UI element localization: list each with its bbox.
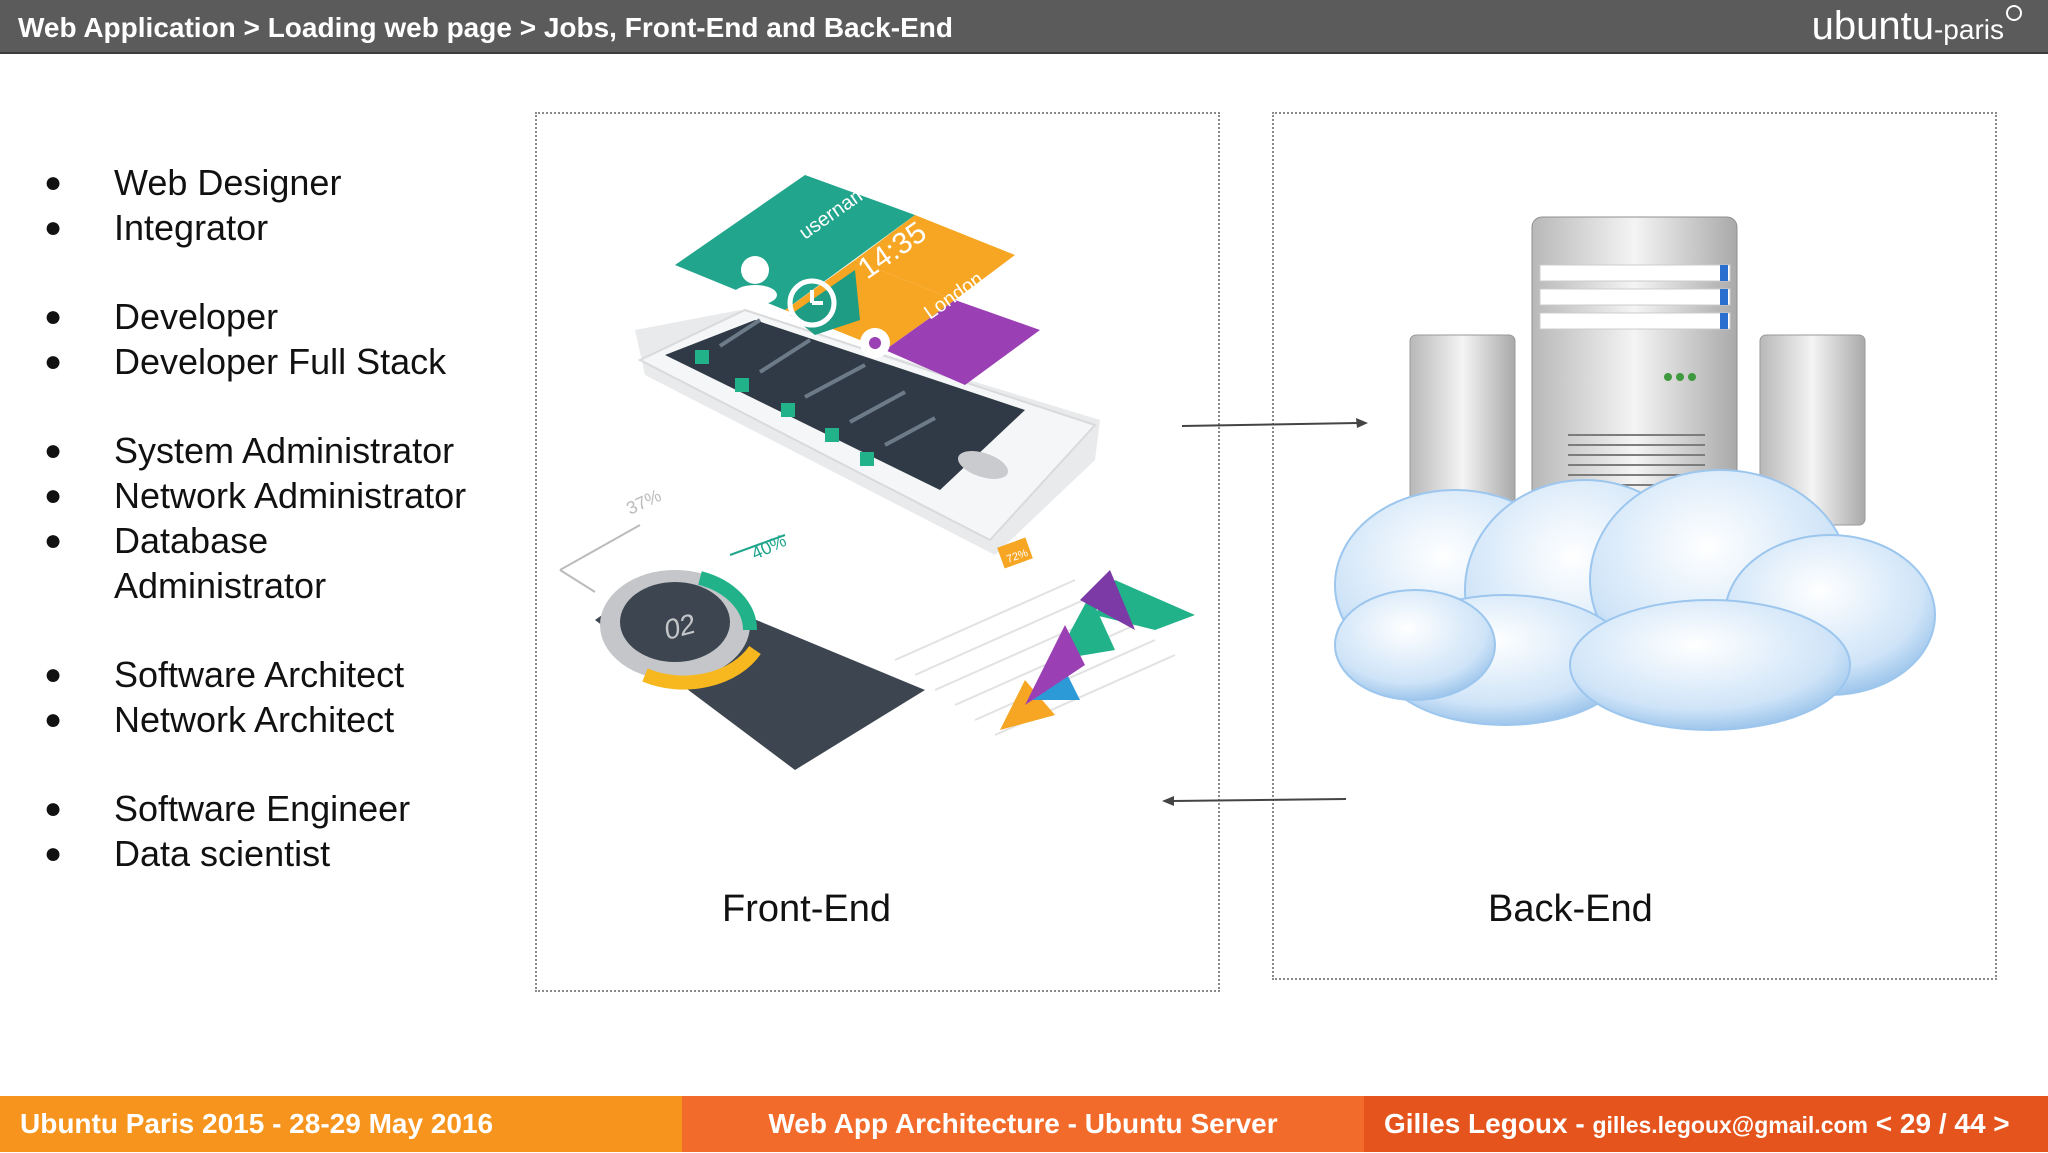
bullet-icon: ●	[44, 703, 63, 736]
smartphone-icon	[635, 308, 1100, 555]
bullet-icon: ●	[44, 211, 63, 244]
bullet-icon: ●	[44, 345, 63, 378]
logo-sub-text: -paris	[1933, 14, 2004, 45]
job-item: ● Database Administrator	[40, 518, 364, 608]
bullet-icon: ●	[44, 434, 63, 467]
request-arrow	[1181, 418, 1368, 428]
front-end-label: Front-End	[722, 888, 891, 930]
job-label: Database Administrator	[114, 520, 327, 606]
job-label: Web Designer	[114, 162, 342, 203]
job-item: ● Developer	[40, 294, 534, 339]
job-label: Developer Full Stack	[114, 341, 447, 382]
job-label: System Administrator	[114, 430, 455, 471]
footer-talk-title: Web App Architecture - Ubuntu Server	[682, 1096, 1364, 1152]
job-label: Network Administrator	[114, 475, 467, 516]
author-email: gilles.legoux@gmail.com	[1592, 1112, 1868, 1138]
slide-header: Web Application > Loading web page > Job…	[0, 0, 2048, 54]
bullet-icon: ●	[44, 792, 63, 825]
back-end-panel	[1272, 112, 1997, 980]
job-label: Software Engineer	[114, 788, 411, 829]
tag-icon	[997, 537, 1033, 569]
chart-label-40: 40%	[748, 530, 789, 563]
job-item: ● Data scientist	[40, 831, 534, 876]
user-icon	[741, 256, 769, 284]
breadcrumb-title: Web Application > Loading web page > Job…	[18, 12, 953, 43]
ubuntu-paris-logo: ubuntu-paris	[1811, 4, 2022, 49]
bullet-icon: ●	[44, 837, 63, 870]
footer-event: Ubuntu Paris 2015 - 28-29 May 2016	[0, 1096, 682, 1152]
job-item: ● Software Architect	[40, 652, 534, 697]
bullet-icon: ●	[44, 658, 63, 691]
app-tiles: username 14:35 London	[675, 175, 1040, 385]
clock-icon	[787, 278, 837, 328]
author-name: Gilles Legoux -	[1384, 1108, 1593, 1139]
logo-main-text: ubuntu	[1811, 4, 1934, 48]
bullet-icon: ●	[44, 300, 63, 333]
job-label: Software Architect	[114, 654, 405, 695]
response-arrow	[1162, 796, 1347, 806]
slide-footer: Ubuntu Paris 2015 - 28-29 May 2016 Web A…	[0, 1096, 2048, 1152]
front-end-panel	[535, 112, 1220, 992]
circle-of-friends-icon	[2006, 5, 2022, 21]
job-item: ● System Administrator	[40, 428, 534, 473]
chart-label-37: 37%	[623, 485, 664, 518]
front-end-illustration: username 14:35 London 37% 40% 02 72%	[559, 175, 1195, 770]
job-item: ● Developer Full Stack	[40, 339, 534, 384]
job-item: ● Integrator	[40, 205, 534, 250]
job-item: ● Web Designer	[40, 160, 534, 205]
back-end-illustration	[1334, 216, 1936, 731]
job-item: ● Network Administrator	[40, 473, 534, 518]
job-label: Developer	[114, 296, 279, 337]
job-item: ● Network Architect	[40, 697, 534, 742]
cloud-icon	[1334, 469, 1936, 731]
job-label: Network Architect	[114, 699, 395, 740]
bullet-icon: ●	[44, 479, 63, 512]
jobs-list: ● Web Designer ● Integrator ● Developer ● De…	[40, 160, 534, 876]
analytics-card: 37% 40% 02 72%	[559, 485, 1195, 770]
bullet-icon: ●	[44, 166, 63, 199]
footer-author: Gilles Legoux - gilles.legoux@gmail.com …	[1364, 1096, 2048, 1152]
job-item: ● Software Engineer	[40, 786, 534, 831]
bullet-icon: ●	[44, 524, 63, 557]
job-label: Integrator	[114, 207, 269, 248]
job-label: Data scientist	[114, 833, 331, 874]
back-end-label: Back-End	[1488, 888, 1653, 930]
page-counter: < 29 / 44 >	[1875, 1108, 2010, 1139]
